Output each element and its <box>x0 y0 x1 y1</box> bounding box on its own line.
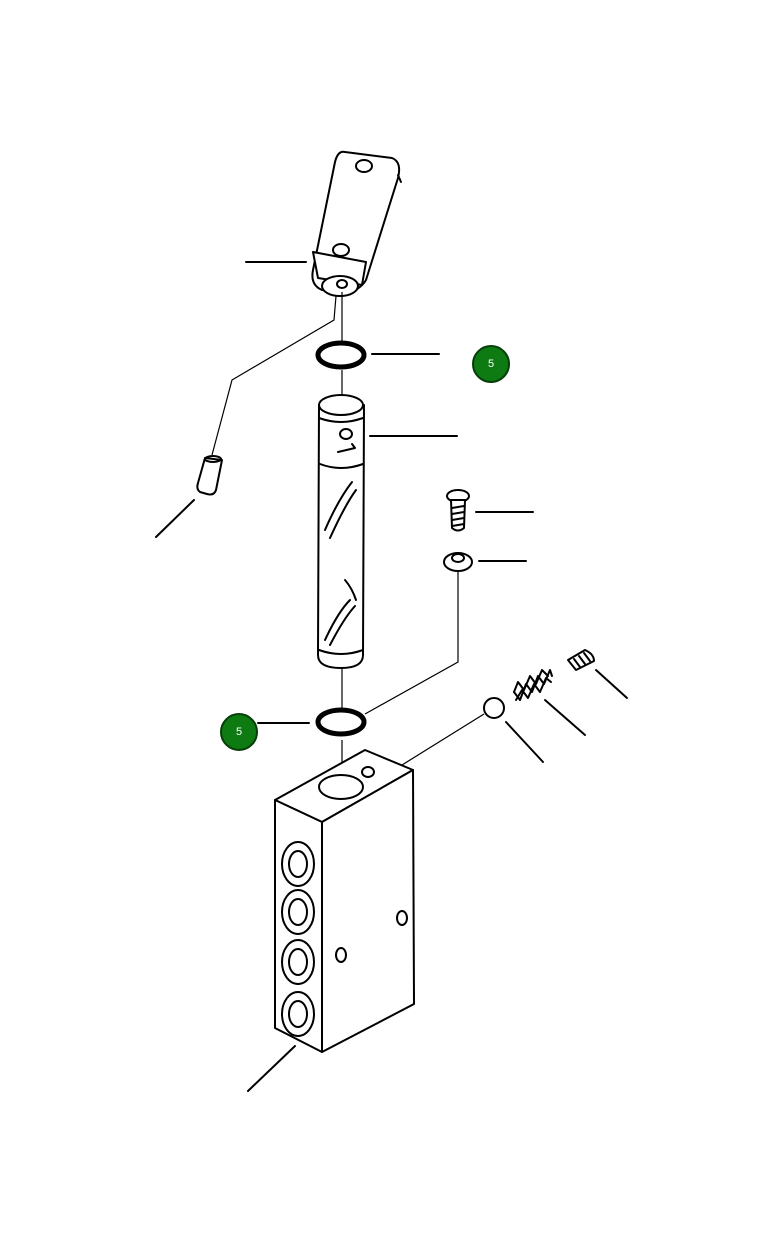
spring <box>513 669 553 701</box>
leader-line-ball <box>505 721 544 763</box>
callout-label: 5 <box>235 726 243 738</box>
leader-line-block <box>247 1045 296 1092</box>
leader-line-plug <box>595 669 628 699</box>
seal-ring-lower <box>315 707 367 737</box>
seal-ring-upper <box>315 340 367 370</box>
leader-line-spring <box>544 699 586 736</box>
callout-badge-upper-seal[interactable]: 5 <box>472 345 510 383</box>
leader-line-pin <box>155 499 195 538</box>
callout-badge-lower-seal[interactable]: 5 <box>220 713 258 751</box>
callout-label: 5 <box>487 358 495 370</box>
pin-guide-line <box>211 295 337 456</box>
lever-handle <box>311 150 402 297</box>
check-ball <box>483 697 505 719</box>
plug-screw <box>567 649 595 671</box>
screw <box>446 489 470 532</box>
leader-lines <box>155 261 628 1092</box>
spool-shaft <box>317 394 365 669</box>
dowel-pin <box>196 455 223 496</box>
washer-guide-line <box>364 572 459 715</box>
washer <box>443 552 473 572</box>
ball-guide-line <box>401 713 485 766</box>
valve-block <box>274 749 415 1053</box>
